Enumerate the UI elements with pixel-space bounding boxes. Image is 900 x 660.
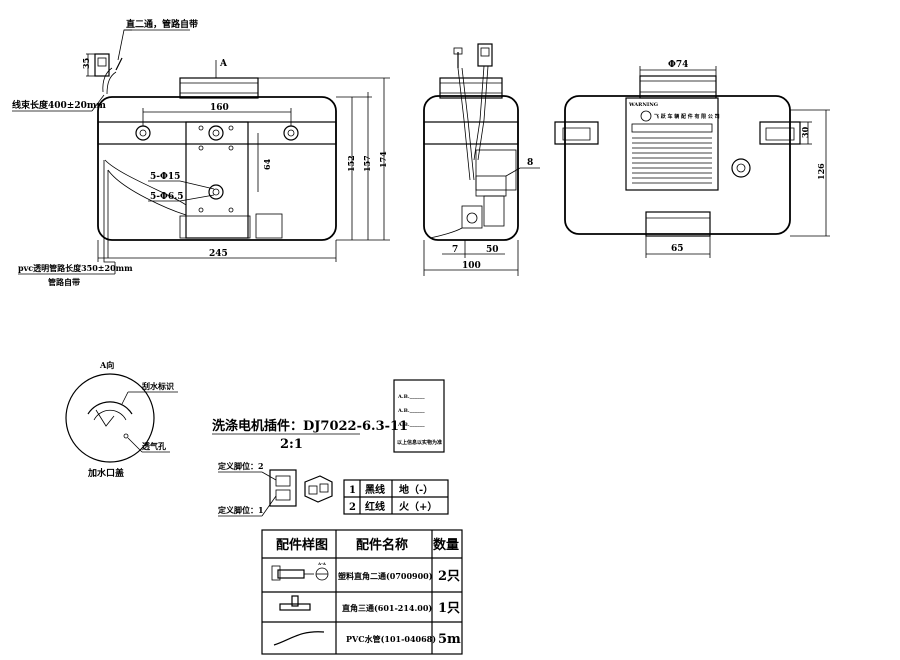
dim-152: 152 — [346, 155, 356, 172]
filler-cap-label: 加水口盖 — [87, 467, 124, 479]
label-maker: 飞 跃 车 辆 配 件 有 限 公 司 — [654, 113, 720, 120]
side-pump — [475, 149, 517, 191]
pin-2-func: 火（+） — [399, 500, 437, 513]
vent-hole — [123, 433, 129, 439]
part-1-name: 塑料直角二通(0700900) — [338, 571, 433, 581]
label-card-line-1: A.B.______ — [397, 394, 425, 400]
part-sample-tee — [279, 595, 311, 611]
cap-outline — [65, 373, 155, 463]
pin-1-wire: 黑线 — [365, 483, 385, 496]
dim-phi74: Φ74 — [668, 60, 688, 70]
part-3-qty: 5m — [438, 632, 461, 647]
label-fine-print — [632, 137, 712, 184]
part-2-name: 直角三通(601-214.00) — [342, 603, 432, 613]
hole-phi15: 5-Φ15 — [150, 172, 180, 182]
pin-def-1: 定义脚位：1 — [217, 505, 264, 515]
side-filler-cap — [439, 77, 503, 99]
connector-section: 洗涤电机插件：DJ7022-6.3-11 2:1 定义脚位：2 定义脚位：1 1… — [212, 418, 449, 517]
part-1-qty: 2只 — [438, 569, 460, 584]
pipe-included: 管路自带 — [48, 277, 80, 287]
dim-174: 174 — [378, 151, 388, 168]
rear-outlet — [731, 158, 751, 178]
dim-126: 126 — [816, 163, 826, 180]
rear-view: Φ74 WARNING 飞 跃 车 辆 配 件 有 限 公 司 — [554, 60, 830, 258]
parts-header-qty: 数量 — [433, 537, 459, 553]
parts-header-sample: 配件样图 — [276, 537, 328, 553]
dim-7: 7 — [452, 245, 458, 255]
dim-65: 65 — [671, 244, 684, 254]
front-pump-housing — [179, 215, 251, 239]
cap-view: A向 刮水标识 透气孔 加水口盖 — [65, 360, 178, 479]
rear-tank-body — [564, 95, 791, 235]
front-filler-cap — [179, 77, 259, 99]
dim-30: 30 — [800, 126, 810, 138]
dim-245: 245 — [209, 249, 228, 259]
rear-warning-label — [625, 97, 719, 191]
pin-def-2: 定义脚位：2 — [217, 461, 264, 471]
water-level-mark: 刮水标识 — [142, 381, 174, 391]
label-card-footer: 以上信息以实物为准 — [397, 439, 442, 446]
vent-hole-label: 透气孔 — [142, 441, 166, 451]
rear-filler-cap — [639, 75, 717, 99]
connector-plug — [304, 475, 333, 503]
side-view: 8 7 50 100 — [423, 43, 540, 276]
pin-2-no: 2 — [349, 502, 356, 513]
label-card: A.B.______ A.B.______ A.B.______ 以上信息以实物… — [393, 379, 445, 453]
dim-8: 8 — [527, 158, 533, 168]
part-3-name: PVC水管(101-04068) — [346, 634, 436, 644]
rear-clip-left — [554, 121, 599, 145]
wire-harness-length: 线束长度400±20mm — [12, 99, 106, 111]
callout-straight-coupler: 直二通，管路自带 — [126, 18, 198, 30]
pin-1-func: 地（-） — [399, 483, 433, 496]
side-tank-body — [423, 95, 519, 241]
label-warning: WARNING — [628, 102, 658, 108]
rear-pump — [645, 211, 711, 237]
label-card-line-2: A.B.______ — [397, 408, 425, 414]
view-mark-a: A — [219, 59, 228, 69]
dim-160: 160 — [210, 103, 229, 113]
pin-2-wire: 红线 — [365, 500, 385, 513]
side-mounting-band — [423, 121, 519, 145]
label-card-line-3: A.B.______ — [397, 422, 425, 428]
dim-35: 35 — [81, 58, 91, 69]
parts-table: 配件样图 配件名称 数量 A-A 塑料直角二通(0700900) 2只 直角三通… — [261, 529, 463, 655]
connector-housing — [269, 469, 297, 507]
part-sample-elbow: A-A — [271, 561, 329, 581]
pin-table: 1 黑线 地（-） 2 红线 火（+） — [343, 479, 449, 515]
dim-64: 64 — [262, 158, 272, 170]
hole-phi6-5: 5-Φ6.5 — [150, 192, 184, 202]
front-tank-body — [97, 96, 337, 241]
part-2-qty: 1只 — [438, 601, 460, 616]
cap-view-title: A向 — [99, 360, 114, 370]
connector-title: 洗涤电机插件：DJ7022-6.3-11 — [212, 418, 408, 434]
front-harness-connector — [94, 53, 110, 77]
pin-1-no: 1 — [349, 485, 356, 496]
dim-100: 100 — [462, 261, 481, 271]
connector-scale: 2:1 — [280, 437, 303, 452]
part-sample-hose — [273, 631, 325, 646]
dim-50: 50 — [486, 245, 499, 255]
dim-157: 157 — [362, 155, 372, 172]
side-harness-connector — [477, 43, 493, 67]
part-sample-tag: A-A — [317, 561, 327, 566]
pvc-pipe-length: pvc透明管路长度350±20mm — [18, 263, 133, 273]
front-mounting-band — [97, 121, 337, 145]
front-view: A 35 — [12, 18, 390, 287]
parts-header-name: 配件名称 — [356, 537, 408, 553]
